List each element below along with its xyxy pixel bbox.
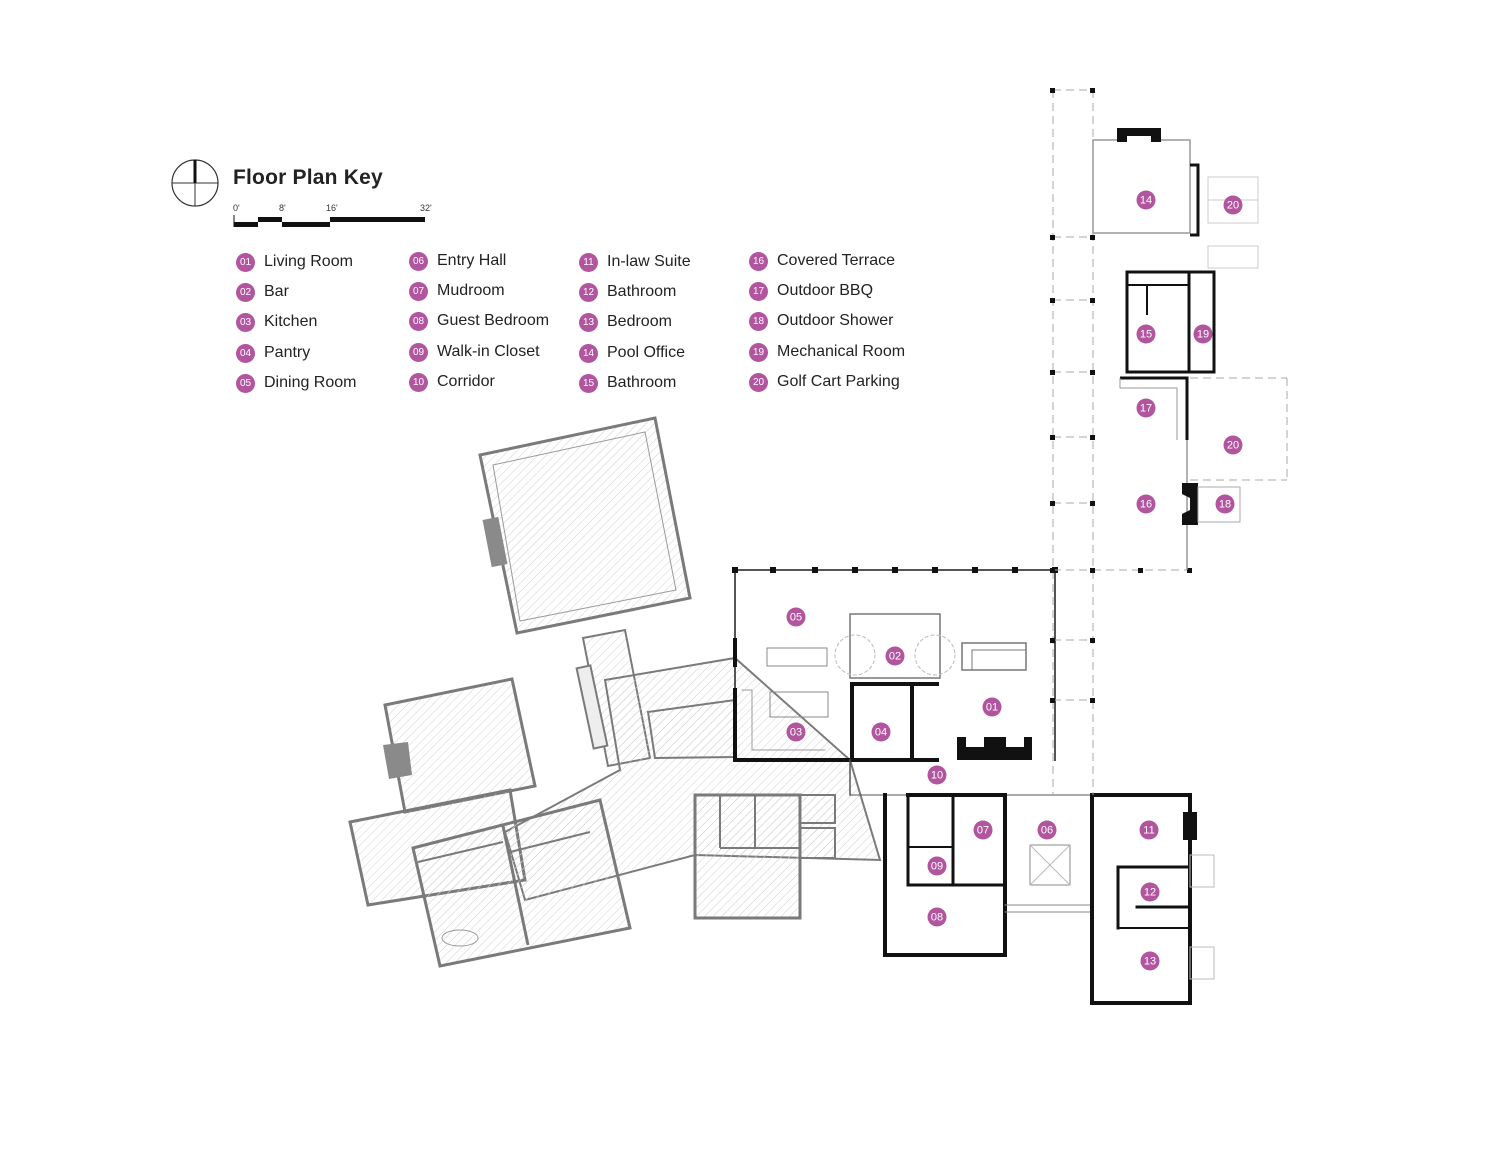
room-marker-09: 09 bbox=[927, 856, 947, 876]
legend-label: Entry Hall bbox=[437, 252, 507, 269]
room-number-badge: 01 bbox=[236, 252, 255, 272]
scale-tick-32: 32' bbox=[420, 203, 432, 213]
legend-label: Bathroom bbox=[607, 283, 677, 300]
floor-plan-key-title: Floor Plan Key bbox=[233, 166, 383, 189]
room-marker-20: 20 bbox=[1223, 195, 1243, 215]
legend-item: 09 Walk-in Closet bbox=[409, 341, 540, 363]
room-marker-05: 05 bbox=[786, 607, 806, 627]
room-marker-08: 08 bbox=[927, 907, 947, 927]
legend-item: 07 Mudroom bbox=[409, 280, 505, 302]
room-number-badge: 14 bbox=[579, 343, 598, 363]
room-number-badge: 16 bbox=[749, 251, 768, 271]
room-marker-17: 17 bbox=[1136, 398, 1156, 418]
room-marker-15: 15 bbox=[1136, 324, 1156, 344]
legend-label: In-law Suite bbox=[607, 253, 691, 270]
legend-label: Pool Office bbox=[607, 344, 685, 361]
legend-item: 01 Living Room bbox=[236, 251, 353, 273]
legend-label: Living Room bbox=[264, 253, 353, 270]
legend-item: 14 Pool Office bbox=[579, 342, 685, 364]
legend-label: Walk-in Closet bbox=[437, 343, 540, 360]
legend-item: 19 Mechanical Room bbox=[749, 341, 905, 363]
legend-label: Bathroom bbox=[607, 374, 677, 391]
legend-label: Outdoor Shower bbox=[777, 312, 894, 329]
legend-label: Mechanical Room bbox=[777, 343, 906, 360]
main-house bbox=[732, 567, 1215, 1005]
room-number-badge: 04 bbox=[236, 343, 255, 363]
legend-item: 20 Golf Cart Parking bbox=[749, 371, 900, 393]
legend-item: 08 Guest Bedroom bbox=[409, 310, 549, 332]
room-number-badge: 06 bbox=[409, 251, 428, 271]
scale-bar: 0' 8' 16' 32' bbox=[233, 203, 443, 231]
room-number-badge: 13 bbox=[579, 312, 598, 332]
room-marker-11: 11 bbox=[1139, 820, 1159, 840]
room-marker-01: 01 bbox=[982, 697, 1002, 717]
legend-item: 04 Pantry bbox=[236, 342, 310, 364]
legend-label: Bar bbox=[264, 283, 289, 300]
room-marker-18: 18 bbox=[1215, 494, 1235, 514]
scale-bar-graphic bbox=[233, 215, 425, 227]
room-marker-13: 13 bbox=[1140, 951, 1160, 971]
room-marker-07: 07 bbox=[973, 820, 993, 840]
room-marker-04: 04 bbox=[871, 722, 891, 742]
legend-item: 12 Bathroom bbox=[579, 281, 676, 303]
room-number-badge: 18 bbox=[749, 311, 768, 331]
scale-tick-16: 16' bbox=[326, 203, 338, 213]
legend-item: 10 Corridor bbox=[409, 371, 495, 393]
legend-label: Covered Terrace bbox=[777, 252, 895, 269]
scale-tick-0: 0' bbox=[233, 203, 240, 213]
legend-label: Corridor bbox=[437, 373, 495, 390]
room-number-badge: 20 bbox=[749, 372, 768, 392]
legend-label: Mudroom bbox=[437, 282, 505, 299]
room-marker-03: 03 bbox=[786, 722, 806, 742]
room-marker-20: 20 bbox=[1223, 435, 1243, 455]
room-marker-10: 10 bbox=[927, 765, 947, 785]
legend-item: 06 Entry Hall bbox=[409, 250, 506, 272]
room-number-badge: 19 bbox=[749, 342, 768, 362]
existing-structure bbox=[348, 416, 882, 968]
room-marker-14: 14 bbox=[1136, 190, 1156, 210]
legend-label: Golf Cart Parking bbox=[777, 373, 900, 390]
room-number-badge: 03 bbox=[236, 312, 255, 332]
room-marker-16: 16 bbox=[1136, 494, 1156, 514]
legend-label: Guest Bedroom bbox=[437, 312, 550, 329]
room-number-badge: 10 bbox=[409, 372, 428, 392]
room-number-badge: 15 bbox=[579, 373, 598, 393]
room-marker-12: 12 bbox=[1140, 882, 1160, 902]
room-number-badge: 05 bbox=[236, 373, 255, 393]
legend-label: Dining Room bbox=[264, 374, 357, 391]
legend-item: 15 Bathroom bbox=[579, 372, 676, 394]
room-marker-06: 06 bbox=[1037, 820, 1057, 840]
room-number-badge: 12 bbox=[579, 282, 598, 302]
legend-label: Bedroom bbox=[607, 313, 672, 330]
legend-label: Kitchen bbox=[264, 313, 318, 330]
legend-label: Pantry bbox=[264, 344, 311, 361]
room-number-badge: 09 bbox=[409, 342, 428, 362]
room-number-badge: 08 bbox=[409, 311, 428, 331]
legend-item: 17 Outdoor BBQ bbox=[749, 280, 873, 302]
legend-item: 11 In-law Suite bbox=[579, 251, 691, 273]
room-marker-02: 02 bbox=[885, 646, 905, 666]
north-arrow-compass-icon bbox=[171, 159, 219, 207]
pool-wing bbox=[1050, 88, 1288, 795]
legend-item: 05 Dining Room bbox=[236, 372, 356, 394]
legend-item: 13 Bedroom bbox=[579, 311, 672, 333]
room-marker-19: 19 bbox=[1193, 324, 1213, 344]
legend-item: 02 Bar bbox=[236, 281, 289, 303]
room-number-badge: 07 bbox=[409, 281, 428, 301]
legend-item: 03 Kitchen bbox=[236, 311, 317, 333]
legend-item: 18 Outdoor Shower bbox=[749, 310, 894, 332]
legend-label: Outdoor BBQ bbox=[777, 282, 874, 299]
room-number-badge: 11 bbox=[579, 252, 598, 272]
room-number-badge: 17 bbox=[749, 281, 768, 301]
legend-item: 16 Covered Terrace bbox=[749, 250, 895, 272]
scale-tick-8: 8' bbox=[279, 203, 286, 213]
room-number-badge: 02 bbox=[236, 282, 255, 302]
